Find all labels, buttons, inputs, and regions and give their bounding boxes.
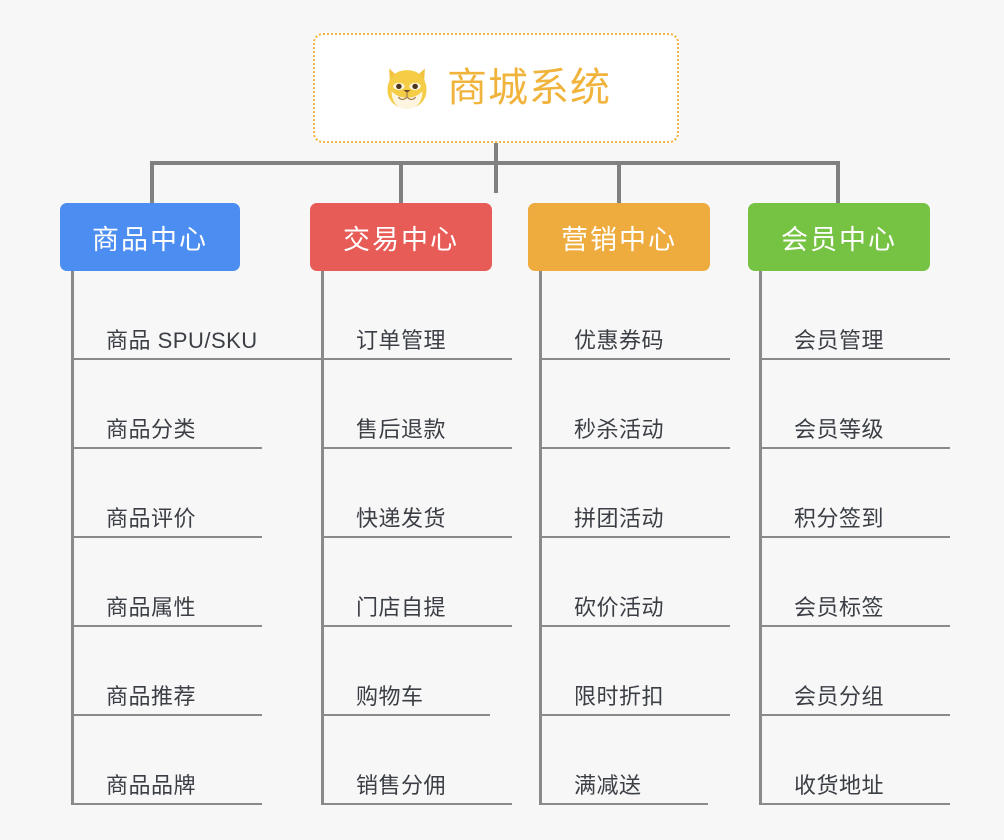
leaf-rule [762, 625, 950, 627]
leaf-label: 门店自提 [356, 594, 447, 620]
leaf-item[interactable]: 优惠券码 [542, 271, 730, 360]
leaf-label: 商品推荐 [106, 683, 197, 709]
leaf-item[interactable]: 积分签到 [762, 449, 950, 538]
category-box-trade-center[interactable]: 交易中心 [310, 203, 492, 271]
leaf-label: 购物车 [356, 683, 424, 709]
leaf-item[interactable]: 会员等级 [762, 360, 950, 449]
leaf-label: 满减送 [574, 772, 642, 798]
root-node-mall-system[interactable]: 商城系统 [313, 33, 679, 143]
leaf-rule [542, 358, 730, 360]
leaf-label: 销售分佣 [356, 772, 447, 798]
leaf-rule [74, 447, 262, 449]
leaf-rule [762, 803, 950, 805]
leaf-item[interactable]: 商品 SPU/SKU [74, 271, 322, 360]
category-title: 营销中心 [561, 224, 677, 255]
leaf-rule [324, 358, 512, 360]
leaf-rule [762, 447, 950, 449]
leaf-label: 商品分类 [106, 416, 197, 442]
leaf-item[interactable]: 购物车 [324, 627, 512, 716]
leaf-label: 商品 SPU/SKU [106, 327, 258, 353]
leaf-rule [324, 536, 512, 538]
leaf-label: 会员管理 [794, 327, 885, 353]
leaf-label: 商品品牌 [106, 772, 197, 798]
leaf-rule [762, 358, 950, 360]
leaf-rule [74, 714, 262, 716]
category-box-product-center[interactable]: 商品中心 [60, 203, 240, 271]
connector-drop-1 [150, 161, 154, 203]
shiba-dog-icon [387, 68, 427, 110]
leaf-item[interactable]: 秒杀活动 [542, 360, 730, 449]
leaf-label: 限时折扣 [574, 683, 665, 709]
leaf-label: 商品属性 [106, 594, 197, 620]
leaf-rule [762, 536, 950, 538]
leaf-item[interactable]: 砍价活动 [542, 538, 730, 627]
leaf-item[interactable]: 商品品牌 [74, 716, 322, 805]
leaf-item[interactable]: 会员分组 [762, 627, 950, 716]
leaf-column-product-center: 商品 SPU/SKU 商品分类 商品评价 商品属性 商品推荐 商品品牌 [71, 271, 322, 805]
leaf-label: 优惠券码 [574, 327, 665, 353]
category-title: 会员中心 [781, 224, 897, 255]
leaf-item[interactable]: 商品推荐 [74, 627, 322, 716]
leaf-label: 砍价活动 [574, 594, 665, 620]
category-title: 交易中心 [343, 224, 459, 255]
leaf-rule [324, 447, 512, 449]
connector-drop-2 [399, 161, 403, 203]
leaf-item[interactable]: 订单管理 [324, 271, 512, 360]
leaf-label: 积分签到 [794, 505, 885, 531]
leaf-item[interactable]: 商品属性 [74, 538, 322, 627]
leaf-item[interactable]: 商品分类 [74, 360, 322, 449]
leaf-rule [74, 625, 262, 627]
leaf-rule [324, 803, 512, 805]
leaf-label: 会员等级 [794, 416, 885, 442]
leaf-rule [324, 714, 490, 716]
connector-horizontal-bus [150, 161, 840, 165]
leaf-rule [762, 714, 950, 716]
leaf-column-marketing-center: 优惠券码 秒杀活动 拼团活动 砍价活动 限时折扣 满减送 [539, 271, 730, 805]
leaf-label: 快递发货 [356, 505, 447, 531]
leaf-label: 会员分组 [794, 683, 885, 709]
leaf-item[interactable]: 商品评价 [74, 449, 322, 538]
leaf-column-member-center: 会员管理 会员等级 积分签到 会员标签 会员分组 收货地址 [759, 271, 950, 805]
leaf-item[interactable]: 门店自提 [324, 538, 512, 627]
leaf-label: 商品评价 [106, 505, 197, 531]
leaf-rule [324, 625, 512, 627]
leaf-rule [74, 358, 322, 360]
category-box-member-center[interactable]: 会员中心 [748, 203, 930, 271]
leaf-item[interactable]: 销售分佣 [324, 716, 512, 805]
leaf-item[interactable]: 售后退款 [324, 360, 512, 449]
leaf-item[interactable]: 满减送 [542, 716, 730, 805]
leaf-rule [542, 536, 730, 538]
leaf-rule [542, 714, 730, 716]
leaf-label: 会员标签 [794, 594, 885, 620]
connector-drop-3 [617, 161, 621, 203]
leaf-item[interactable]: 拼团活动 [542, 449, 730, 538]
leaf-item[interactable]: 会员标签 [762, 538, 950, 627]
leaf-rule [542, 447, 730, 449]
leaf-label: 售后退款 [356, 416, 447, 442]
leaf-rule [74, 803, 262, 805]
leaf-item[interactable]: 快递发货 [324, 449, 512, 538]
root-node-title: 商城系统 [447, 66, 611, 110]
leaf-column-trade-center: 订单管理 售后退款 快递发货 门店自提 购物车 销售分佣 [321, 271, 512, 805]
leaf-rule [74, 536, 262, 538]
leaf-rule [542, 803, 708, 805]
leaf-item[interactable]: 限时折扣 [542, 627, 730, 716]
leaf-label: 拼团活动 [574, 505, 665, 531]
leaf-label: 收货地址 [794, 772, 885, 798]
leaf-rule [542, 625, 730, 627]
category-title: 商品中心 [92, 224, 208, 255]
connector-drop-4 [836, 161, 840, 203]
connector-root-stem [494, 143, 498, 193]
leaf-item[interactable]: 收货地址 [762, 716, 950, 805]
leaf-label: 订单管理 [356, 327, 447, 353]
leaf-item[interactable]: 会员管理 [762, 271, 950, 360]
category-box-marketing-center[interactable]: 营销中心 [528, 203, 710, 271]
leaf-label: 秒杀活动 [574, 416, 665, 442]
